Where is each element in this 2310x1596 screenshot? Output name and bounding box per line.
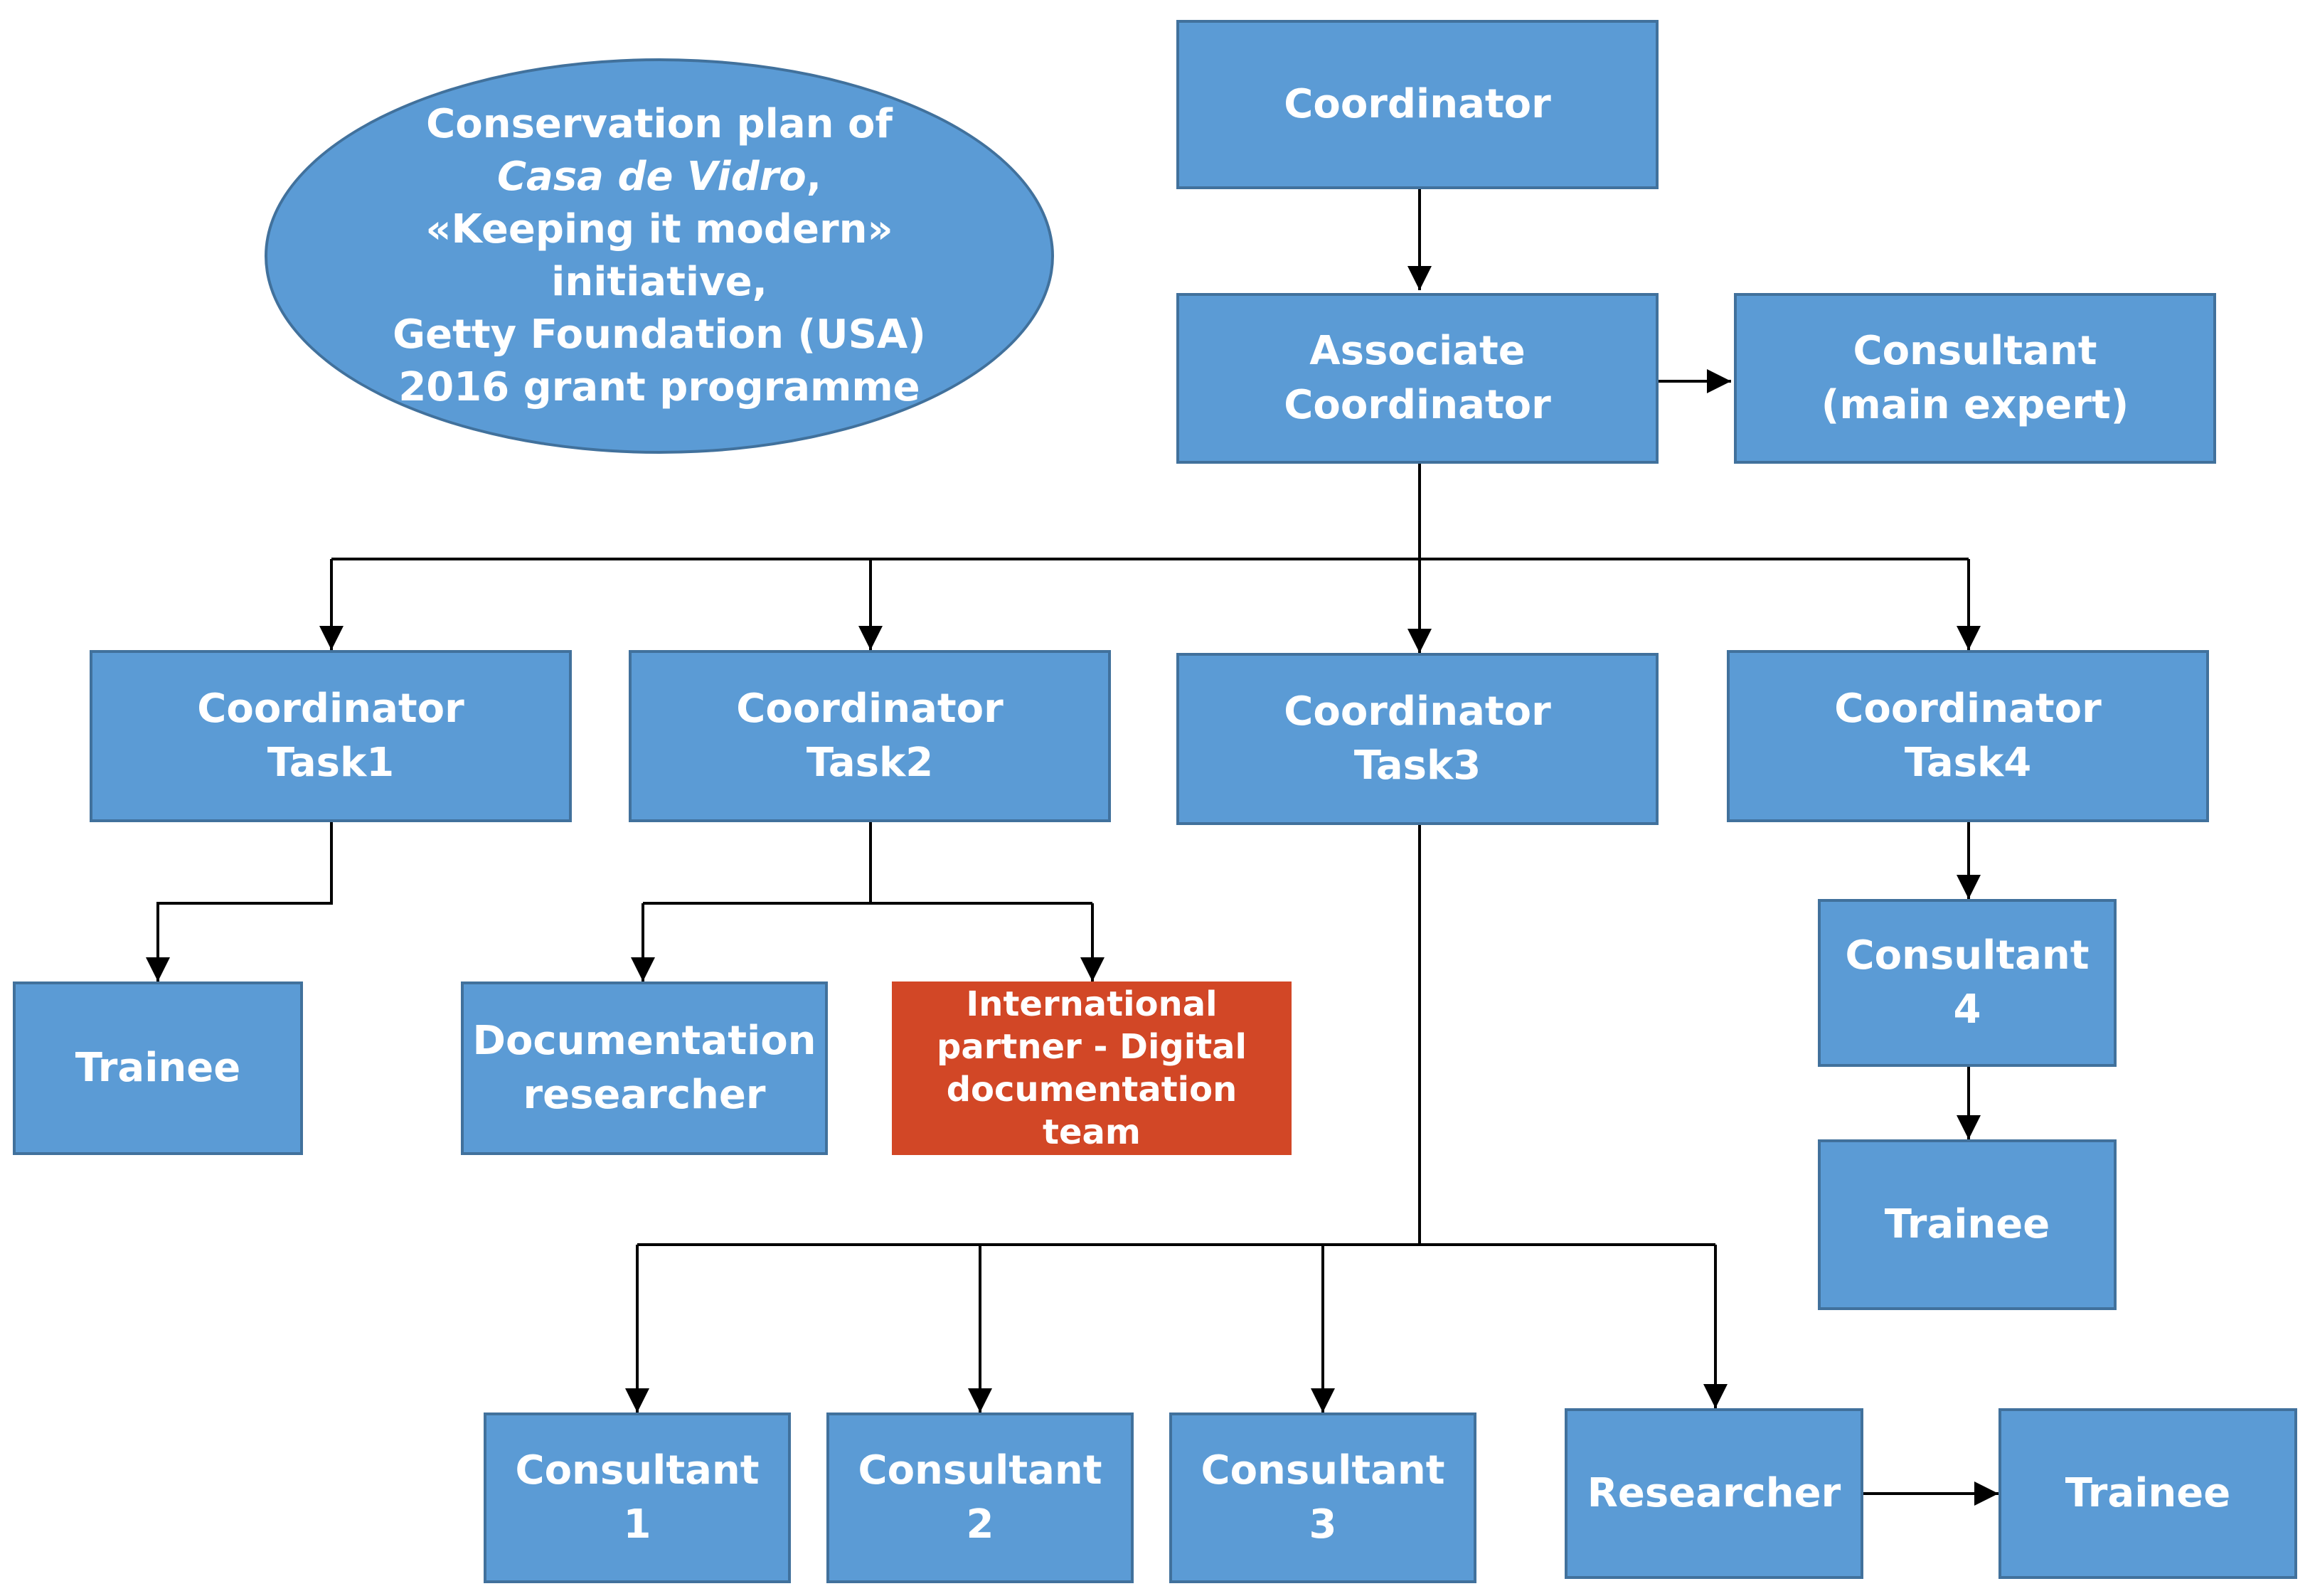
link-associate-bus — [331, 464, 1969, 560]
node-consultant-main-expert: Consultant (main expert) — [1734, 293, 2216, 464]
node-coordinator-task4: Coordinator Task4 — [1727, 650, 2209, 822]
node-consultant-1-label: Consultant 1 — [515, 1447, 760, 1548]
project-line-2-tail: , — [806, 154, 822, 200]
node-consultant-2-label: Consultant 2 — [858, 1447, 1102, 1548]
node-coordinator: Coordinator — [1176, 20, 1659, 189]
project-line-1: Conservation plan of — [426, 101, 893, 147]
node-trainee-task4: Trainee — [1818, 1139, 2117, 1310]
node-international-partner-label: International partner - Digital document… — [936, 984, 1247, 1152]
node-coordinator-task1-label: Coordinator Task1 — [197, 686, 464, 786]
node-coordinator-task2: Coordinator Task2 — [629, 650, 1111, 822]
node-trainee-researcher: Trainee — [1998, 1408, 2297, 1579]
node-trainee-researcher-label: Trainee — [2065, 1470, 2231, 1516]
node-coordinator-task3-label: Coordinator Task3 — [1284, 688, 1551, 789]
node-consultant-1: Consultant 1 — [484, 1413, 791, 1583]
node-associate-coordinator: Associate Coordinator — [1176, 293, 1659, 464]
node-associate-coordinator-label: Associate Coordinator — [1284, 328, 1551, 428]
node-researcher-label: Researcher — [1587, 1470, 1841, 1516]
project-line-3: «Keeping it modern» — [425, 206, 893, 252]
node-consultant-4: Consultant 4 — [1818, 899, 2117, 1067]
node-international-partner: International partner - Digital document… — [892, 981, 1292, 1155]
node-documentation-researcher-label: Documentation researcher — [472, 1018, 816, 1118]
node-consultant-2: Consultant 2 — [826, 1413, 1134, 1583]
link-task3-bus — [637, 825, 1715, 1246]
project-line-5: Getty Foundation (USA) — [393, 312, 926, 358]
project-line-6: 2016 grant programme — [398, 364, 920, 410]
project-name-italic: Casa de Vidro — [496, 154, 807, 200]
node-coordinator-task3: Coordinator Task3 — [1176, 653, 1659, 825]
project-line-4: initiative, — [551, 259, 767, 305]
node-trainee-task1: Trainee — [13, 981, 303, 1155]
node-coordinator-task4-label: Coordinator Task4 — [1834, 686, 2102, 786]
link-task2-split — [643, 822, 1092, 905]
node-coordinator-task2-label: Coordinator Task2 — [736, 686, 1004, 786]
project-title-ellipse: Conservation plan of Casa de Vidro, «Kee… — [265, 58, 1054, 454]
node-documentation-researcher: Documentation researcher — [461, 981, 828, 1155]
node-coordinator-label: Coordinator — [1284, 81, 1551, 127]
node-consultant-4-label: Consultant 4 — [1845, 932, 2090, 1033]
link-task1-trainee — [146, 822, 333, 981]
node-trainee-task1-label: Trainee — [75, 1045, 241, 1091]
node-trainee-task4-label: Trainee — [1884, 1201, 2050, 1247]
node-consultant-3: Consultant 3 — [1169, 1413, 1476, 1583]
project-line-2: Casa de Vidro, — [497, 151, 821, 203]
node-consultant-main-expert-label: Consultant (main expert) — [1821, 328, 2129, 428]
node-consultant-3-label: Consultant 3 — [1201, 1447, 1445, 1548]
node-researcher: Researcher — [1565, 1408, 1863, 1579]
node-coordinator-task1: Coordinator Task1 — [90, 650, 572, 822]
